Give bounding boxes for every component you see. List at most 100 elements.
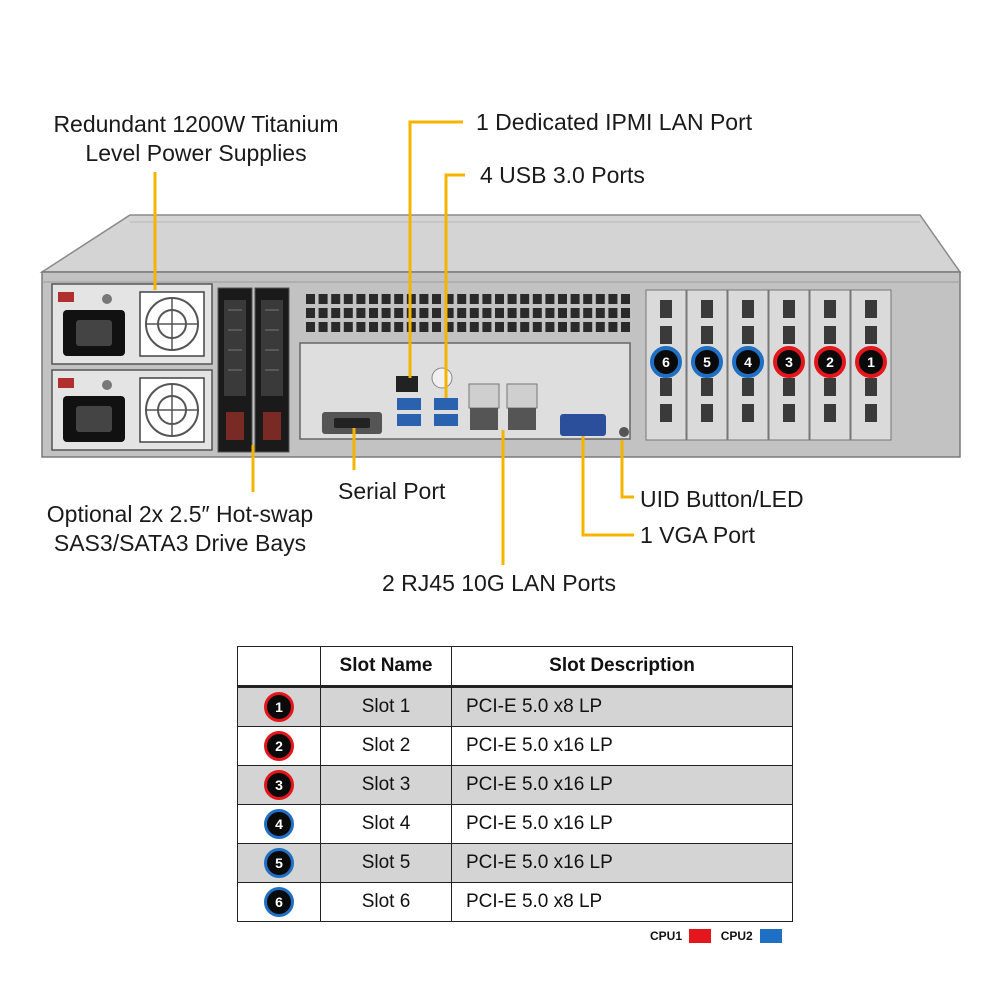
vent-hole [520,294,530,304]
vent-hole [545,294,555,304]
slot-badge-icon: 2 [264,731,294,761]
table-header-row: Slot Name Slot Description [237,646,793,687]
slot-6-badge [650,346,682,378]
slot-vent [824,300,836,318]
slot-4-badge [732,346,764,378]
slot-vent [824,404,836,422]
vent-hole [558,294,567,304]
vent-hole [369,308,378,318]
slot-4-badge-label: 4 [744,354,752,370]
slot-vent [783,326,795,344]
slot-vent [701,378,713,396]
vent-hole [444,308,454,318]
slot-badge-icon: 6 [264,887,294,917]
slot-vent [660,326,672,344]
vent-hole [495,308,504,318]
slot-icon-cell: 5 [237,843,321,883]
vent-hole [394,322,404,332]
slot-3-badge-label: 3 [785,354,793,370]
slot-vent [742,300,754,318]
psu-label-line-2: Level Power Supplies [85,140,307,166]
chassis-top [39,214,962,273]
vent-hole [419,294,429,304]
cpu1-swatch [689,928,712,943]
slot-badge-icon: 5 [264,848,294,878]
drive-bay-1 [217,287,253,453]
vent-hole [621,294,630,304]
vent-hole [608,308,618,318]
vent-hole [595,322,605,332]
slot-vent [824,378,836,396]
vent-hole [331,308,341,318]
slot-name-cell: Slot 4 [320,804,452,844]
vent-hole [595,294,605,304]
vent-hole [482,322,492,332]
slot-name-cell: Slot 6 [320,882,452,922]
io-panel [299,342,631,440]
vent-hole [343,308,353,318]
vent-hole [419,308,429,318]
slot-vent [865,326,877,344]
vent-hole [444,294,454,304]
slot-icon-cell: 6 [237,882,321,922]
leader-lines [153,120,634,565]
vent-hole [507,294,517,304]
slot-vent [742,404,754,422]
vent-hole [369,294,378,304]
vent-hole [381,322,391,332]
ipmi-lan-label: 1 Dedicated IPMI LAN Port [476,109,753,135]
slot-name-cell: Slot 5 [320,843,452,883]
slot-6-badge-label: 6 [662,354,670,370]
slot-description-cell: PCI-E 5.0 x8 LP [451,686,793,727]
vga-port [560,414,606,436]
vent-hole [495,294,504,304]
slot-description-cell: PCI-E 5.0 x16 LP [451,726,793,766]
cpu2-legend-label: CPU2 [720,928,753,943]
slot-vent [865,404,877,422]
usb-ports-label: 4 USB 3.0 Ports [480,162,645,188]
header-slot-description: Slot Description [451,646,793,687]
vent-hole [558,322,567,332]
slot-vent [701,300,713,318]
vent-hole [469,308,479,318]
vent-hole [306,294,315,304]
vent-hole [520,308,530,318]
slot-icon-cell: 4 [237,804,321,844]
power-supply-2 [51,369,213,451]
vent-hole [381,294,391,304]
vent-hole [356,322,366,332]
slot-5-badge [691,346,723,378]
vent-hole [356,294,366,304]
serial-port-label: Serial Port [338,478,446,504]
vent-hole [570,322,580,332]
slot-vent [783,378,795,396]
slot-3-badge [773,346,805,378]
vent-hole [532,322,542,332]
slot-1-badge [855,346,887,378]
vent-hole [318,308,328,318]
vga-port-label: 1 VGA Port [640,522,756,548]
vent-hole [621,308,630,318]
vent-hole [520,322,530,332]
drive-bay-2 [254,287,290,453]
slot-vent [660,378,672,396]
vent-hole [482,294,492,304]
uid-button-label: UID Button/LED [640,486,804,512]
slot-description-cell: PCI-E 5.0 x16 LP [451,843,793,883]
vent-hole [432,322,441,332]
vent-hole [343,322,353,332]
vent-hole [394,294,404,304]
vent-hole [381,308,391,318]
rj45-lan-port-2 [508,408,536,430]
vent-hole [583,308,593,318]
vent-hole [457,308,467,318]
slot-badge-icon: 3 [264,770,294,800]
vent-hole [331,294,341,304]
vent-hole [306,322,315,332]
slot-vent [660,404,672,422]
vent-hole [570,294,580,304]
